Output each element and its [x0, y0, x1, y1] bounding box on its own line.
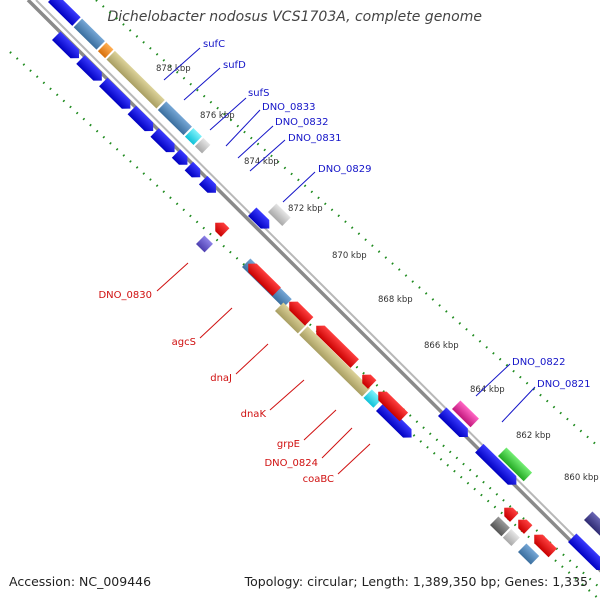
gene-label-DNO_0821[interactable]: DNO_0821 — [537, 379, 591, 390]
gene-block[interactable] — [184, 128, 202, 145]
callout-line — [156, 262, 189, 292]
gene-label-grpE[interactable]: grpE — [277, 439, 300, 450]
gene-block[interactable] — [275, 302, 307, 334]
forward-gene-labels: sufC sufD sufS DNO_0833 DNO_0832 DNO_083… — [203, 39, 591, 390]
gene-arrow[interactable] — [475, 443, 520, 489]
callout-line — [225, 109, 261, 147]
gene-arrow[interactable] — [568, 533, 600, 574]
gene-arrow[interactable] — [530, 530, 557, 558]
tick-label: 878 kbp — [156, 64, 191, 74]
gene-block[interactable] — [502, 529, 520, 547]
gene-arrow[interactable] — [150, 128, 178, 156]
gene-arrow[interactable] — [198, 175, 220, 197]
callout-line — [303, 409, 337, 441]
tick-label: 866 kbp — [424, 341, 459, 351]
gene-block[interactable] — [584, 511, 600, 537]
tick-label: 876 kbp — [200, 111, 235, 121]
gene-arrow[interactable] — [244, 259, 281, 297]
gene-arrow[interactable] — [127, 105, 158, 136]
gene-block[interactable] — [73, 18, 105, 50]
gene-arrow[interactable] — [52, 31, 83, 62]
gene-label-DNO_0832[interactable]: DNO_0832 — [275, 117, 329, 128]
callout-line — [199, 307, 233, 339]
gene-arrow[interactable] — [99, 77, 135, 113]
gene-label-DNO_0824[interactable]: DNO_0824 — [264, 458, 318, 469]
tick-label: 872 kbp — [288, 204, 323, 214]
gene-arrow[interactable] — [514, 515, 533, 534]
tick-label: 868 kbp — [378, 295, 413, 305]
tick-label: 860 kbp — [564, 473, 599, 483]
callout-line — [501, 386, 536, 423]
gene-arrow[interactable] — [358, 370, 377, 389]
callout-line — [183, 67, 221, 101]
accession-text: Accession: NC_009446 — [9, 574, 152, 589]
gene-block[interactable] — [97, 42, 114, 59]
reverse-track — [196, 218, 557, 558]
gene-block[interactable] — [196, 235, 213, 253]
reverse-gene-labels: DNO_0830 agcS dnaJ dnaK grpE DNO_0824 co… — [98, 290, 334, 485]
gene-arrow[interactable] — [184, 161, 205, 182]
callout-line — [209, 97, 247, 131]
gene-arrow[interactable] — [285, 297, 314, 326]
gene-block[interactable] — [268, 203, 291, 227]
callout-line — [321, 427, 353, 459]
tick-label: 862 kbp — [516, 431, 551, 441]
gene-block[interactable] — [490, 516, 510, 537]
callout-line — [282, 171, 316, 203]
gene-block[interactable] — [498, 447, 533, 482]
gene-arrow[interactable] — [171, 149, 192, 169]
gene-label-sufC[interactable]: sufC — [203, 39, 225, 50]
reverse-callouts — [156, 262, 371, 475]
gene-arrow[interactable] — [438, 407, 472, 441]
gene-block[interactable] — [363, 389, 382, 408]
backbone-line-inner — [35, 0, 600, 564]
gene-arrow[interactable] — [376, 402, 416, 441]
gene-block[interactable] — [452, 400, 479, 428]
topology-text: Topology: circular; Length: 1,389,350 bp… — [244, 574, 588, 589]
map-title: Dichelobacter nodosus VCS1703A, complete… — [107, 9, 482, 25]
gene-label-DNO_0822[interactable]: DNO_0822 — [512, 357, 566, 368]
gene-block[interactable] — [157, 101, 192, 136]
gene-arrow[interactable] — [374, 387, 409, 422]
gene-block[interactable] — [47, 0, 81, 26]
callout-line — [337, 443, 371, 475]
gene-block[interactable] — [194, 137, 211, 154]
gene-label-DNO_0830[interactable]: DNO_0830 — [98, 290, 152, 301]
callout-line — [269, 379, 305, 411]
callout-line — [237, 125, 274, 159]
forward-callouts — [163, 47, 536, 423]
gene-label-DNO_0831[interactable]: DNO_0831 — [288, 133, 342, 144]
callout-line — [235, 343, 269, 375]
gene-label-dnaJ[interactable]: dnaJ — [210, 373, 232, 384]
gene-arrow[interactable] — [500, 503, 519, 522]
gene-block[interactable] — [106, 50, 165, 109]
gene-arrow[interactable] — [248, 207, 274, 232]
callout-line — [475, 363, 511, 397]
callout-line — [249, 139, 286, 172]
tick-label: 874 kbp — [244, 157, 279, 167]
callout-line — [163, 47, 201, 81]
gene-label-DNO_0833[interactable]: DNO_0833 — [262, 102, 316, 113]
gene-arrow[interactable] — [76, 55, 106, 85]
gene-block[interactable] — [518, 543, 540, 565]
gene-label-sufS[interactable]: sufS — [248, 88, 269, 99]
gene-label-dnaK[interactable]: dnaK — [241, 409, 267, 420]
tick-label: 864 kbp — [470, 385, 505, 395]
gene-label-sufD[interactable]: sufD — [223, 60, 246, 71]
gene-block[interactable] — [299, 326, 371, 397]
kbp-ticks: 878 kbp 876 kbp 874 kbp 872 kbp 870 kbp … — [156, 64, 599, 483]
gene-label-agcS[interactable]: agcS — [172, 337, 196, 348]
gene-label-coaBC[interactable]: coaBC — [303, 474, 334, 485]
gene-arrow[interactable] — [312, 321, 359, 368]
tick-label: 870 kbp — [332, 251, 367, 261]
gene-arrow[interactable] — [211, 218, 230, 237]
gene-label-DNO_0829[interactable]: DNO_0829 — [318, 164, 372, 175]
